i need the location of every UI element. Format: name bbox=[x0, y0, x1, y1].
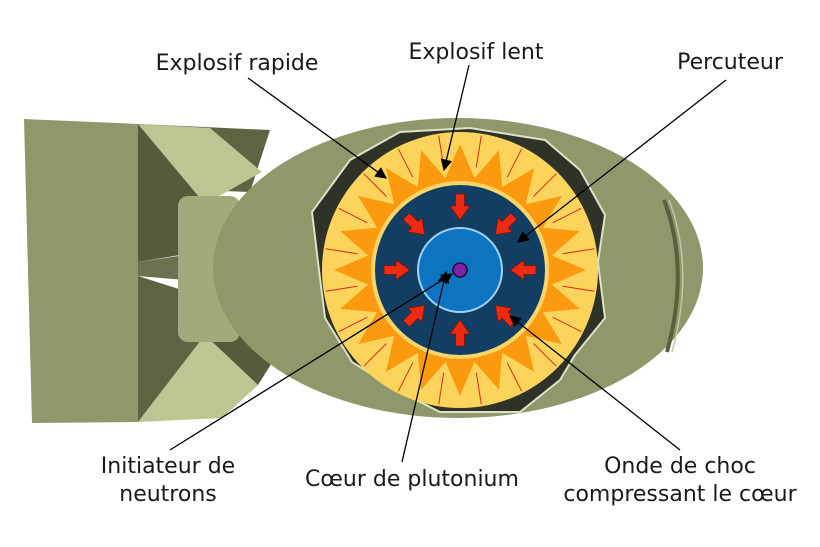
lens-line bbox=[533, 173, 557, 197]
tail-fin-bottom-light bbox=[138, 335, 258, 422]
label-initiateur-line2: neutrons bbox=[119, 482, 216, 507]
label-initiateur-line1: Initiateur de bbox=[101, 454, 235, 479]
leader-onde-de-choc bbox=[509, 315, 681, 451]
label-onde-line2: compressant le cœur bbox=[563, 482, 797, 507]
leader-lines bbox=[169, 64, 727, 463]
lens-line bbox=[397, 362, 414, 392]
label-explosif-rapide: Explosif rapide bbox=[156, 51, 319, 76]
lens-line bbox=[552, 207, 582, 224]
lens-line bbox=[325, 248, 358, 255]
lens-line bbox=[506, 362, 523, 392]
shockwave-arrow bbox=[402, 304, 426, 328]
leader-coeur bbox=[401, 270, 450, 463]
shockwave-arrow bbox=[494, 212, 518, 236]
lens-line bbox=[475, 372, 482, 405]
lens-line bbox=[475, 135, 482, 168]
shockwave-arrow bbox=[402, 212, 426, 236]
label-onde-line1: Onde de choc bbox=[604, 454, 756, 479]
shockwave-arrow bbox=[383, 259, 411, 281]
lens-line bbox=[533, 343, 557, 367]
lens-line bbox=[363, 173, 387, 197]
leader-initiateur bbox=[169, 273, 453, 451]
lens-line bbox=[325, 285, 358, 292]
lens-line bbox=[552, 316, 582, 333]
neutron-initiator bbox=[452, 262, 468, 278]
lens-line bbox=[363, 343, 387, 367]
tail-fin-outer bbox=[24, 119, 138, 423]
shockwave-arrow bbox=[449, 319, 471, 347]
shockwave-arrow bbox=[509, 259, 537, 281]
lens-line bbox=[338, 207, 368, 224]
casing-seam bbox=[662, 199, 680, 353]
leader-explosif-lent bbox=[440, 64, 470, 172]
label-explosif-lent: Explosif lent bbox=[409, 40, 544, 65]
explosive-lens-lines bbox=[325, 135, 595, 405]
label-coeur: Cœur de plutonium bbox=[305, 467, 519, 492]
lens-line bbox=[438, 372, 445, 405]
lens-line bbox=[506, 148, 523, 178]
leader-explosif-rapide bbox=[247, 77, 387, 179]
lens-line bbox=[562, 248, 595, 255]
casing-seam-highlight bbox=[668, 199, 684, 353]
shockwave-arrow bbox=[449, 193, 471, 221]
lens-line bbox=[338, 316, 368, 333]
lens-line bbox=[562, 285, 595, 292]
tail-fin-top-light bbox=[138, 124, 262, 204]
lens-line bbox=[397, 148, 414, 178]
leader-percuteur bbox=[517, 79, 727, 243]
label-percuteur: Percuteur bbox=[677, 50, 784, 75]
